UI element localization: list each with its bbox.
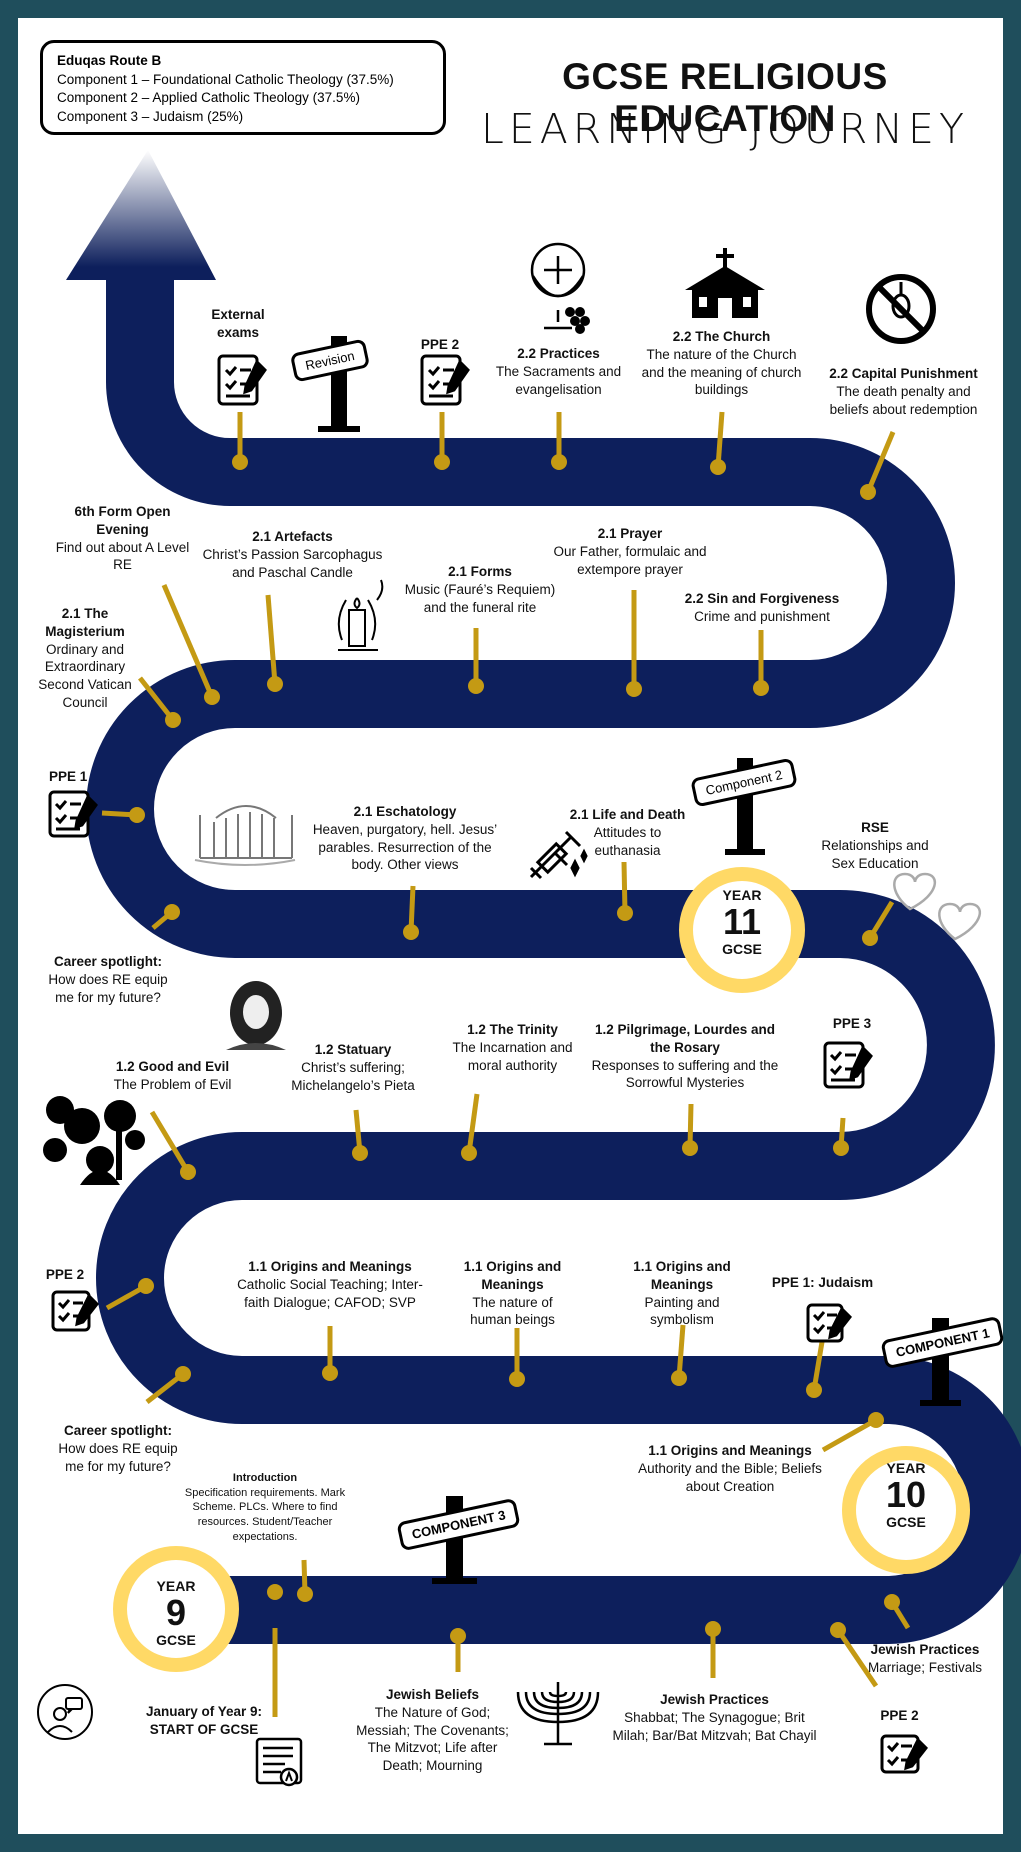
label-career-1: Career spotlight:How does RE equip me fo…: [48, 954, 168, 1005]
chalice-icon: [530, 242, 590, 334]
no-noose-icon: [866, 274, 936, 344]
year-11-ring: [679, 867, 805, 993]
church-icon: [685, 248, 765, 318]
checklist-icon: [217, 354, 267, 406]
chat-person-icon: [37, 1684, 93, 1740]
checklist-icon: [880, 1734, 928, 1774]
exam-paper-icon: [255, 1737, 303, 1787]
learning-path: [86, 270, 1021, 1644]
route-line-1: Component 1 – Foundational Catholic Theo…: [57, 71, 394, 87]
year-9-ring: [113, 1546, 239, 1672]
page-title: GCSE RELIGIOUS EDUCATION: [562, 56, 888, 139]
route-info-box: Eduqas Route B Component 1 – Foundationa…: [40, 40, 446, 135]
label-ppe1-left: PPE 1: [49, 769, 88, 784]
label-jan-year9: January of Year 9: START OF GCSE: [145, 1704, 263, 1737]
checklist-icon: [51, 1290, 99, 1332]
jesus-icon: [226, 981, 286, 1050]
label-career-2: Career spotlight:How does RE equip me fo…: [58, 1423, 178, 1474]
checklist-icon: [48, 790, 98, 838]
label-ppe2-left: PPE 2: [45, 1267, 85, 1282]
route-line-3: Component 3 – Judaism (25%): [57, 108, 244, 124]
checklist-icon: [823, 1041, 873, 1089]
checklist-icon: [420, 354, 470, 406]
route-title: Eduqas Route B: [57, 53, 162, 68]
hearts-icon: [893, 872, 982, 941]
eden-icon: [43, 1096, 145, 1185]
label-ppe3: PPE 3: [832, 1016, 872, 1031]
label-ppe2-bottom: PPE 2: [880, 1708, 919, 1723]
route-line-2: Component 2 – Applied Catholic Theology …: [57, 90, 360, 106]
arrow-head: [66, 150, 216, 280]
candle-icon: [337, 579, 384, 651]
label-ppe1-judaism: PPE 1: Judaism: [771, 1275, 874, 1290]
label-ppe2-top: PPE 2: [420, 337, 460, 352]
menorah-icon: [516, 1682, 600, 1746]
label-external-exams: External exams: [211, 307, 265, 340]
gates-icon: [194, 805, 296, 866]
checklist-icon: [806, 1303, 852, 1343]
pin-markers: [101, 411, 911, 1717]
syringe-icon: [529, 830, 588, 880]
year-10-ring: [842, 1446, 970, 1574]
page-subtitle: LEARNING JOURNEY: [481, 105, 969, 153]
